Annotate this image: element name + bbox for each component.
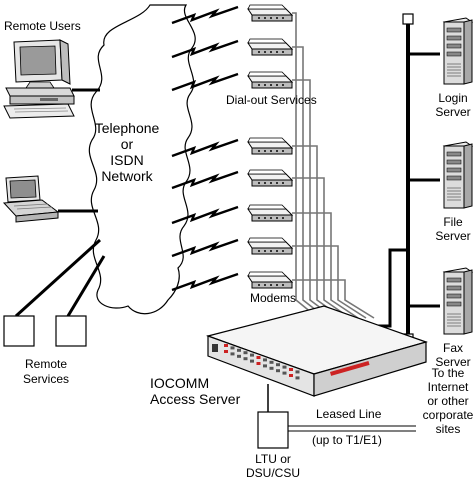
- modem-cable: [292, 212, 359, 319]
- port-led: [224, 344, 228, 347]
- modem-cables: [292, 12, 375, 319]
- lightning-bolt-icon: [171, 138, 239, 158]
- lightning-bolt-icon: [171, 170, 239, 190]
- modem-stack: [247, 4, 294, 289]
- network-label-1: Telephone: [95, 120, 160, 136]
- port-led: [282, 371, 287, 375]
- port-led: [224, 350, 228, 353]
- fax-server-label-2: Server: [435, 355, 470, 369]
- port-led: [256, 356, 261, 359]
- remote-services-label-2: Services: [23, 372, 69, 386]
- internet-label-5: sites: [436, 422, 461, 436]
- tower-server-icon: [442, 267, 473, 335]
- modem-icon: [247, 4, 294, 22]
- network-label-4: Network: [101, 168, 153, 184]
- modem-icon: [247, 169, 294, 187]
- lightning-bolt-icon: [171, 272, 239, 292]
- modem-cable: [292, 46, 327, 319]
- remote-service-1-link: [14, 238, 102, 318]
- port-led: [243, 351, 248, 355]
- tower-server-icon: [442, 17, 473, 85]
- leased-line-sub-label: (up to T1/E1): [312, 433, 382, 447]
- lightning-bolt-icon: [171, 5, 239, 25]
- modem-icon: [247, 71, 294, 89]
- access-server-label-1: IOCOMM: [150, 375, 209, 391]
- tower-server-icon: [442, 141, 473, 209]
- internet-label-3: or other: [427, 394, 468, 408]
- remote-users-label: Remote Users: [4, 19, 81, 33]
- port-led: [276, 363, 280, 367]
- modem-cable: [292, 279, 375, 319]
- lightning-bolt-icon: [171, 72, 239, 92]
- internet-label-1: To the: [432, 366, 465, 380]
- file-server-label-2: Server: [435, 229, 470, 243]
- leased-line-label: Leased Line: [316, 407, 382, 421]
- modem-cable: [292, 177, 351, 319]
- laptop-icon: [2, 175, 60, 223]
- network-label-2: or: [121, 136, 134, 152]
- modem-cable: [292, 145, 343, 319]
- ltu-box: [257, 411, 289, 449]
- remote-service-box-2: [55, 315, 87, 347]
- remote-services-label-1: Remote: [25, 357, 67, 371]
- modem-icon: [247, 237, 294, 255]
- port-led: [295, 376, 300, 380]
- port-led: [230, 346, 235, 350]
- rack-access-server-icon: [205, 305, 428, 397]
- lightning-bolts: [171, 5, 239, 292]
- ltu-label-2: DSU/CSU: [246, 466, 300, 480]
- login-server-label-2: Server: [435, 105, 470, 119]
- port-led: [269, 366, 274, 370]
- modem-icon: [247, 271, 294, 289]
- modem-icon: [247, 137, 294, 155]
- modem-icon: [247, 204, 294, 222]
- modem-cable: [292, 79, 335, 319]
- server-stack: [408, 17, 473, 335]
- port-led: [289, 374, 293, 377]
- port-led: [263, 358, 267, 362]
- login-server-label-1: Login: [438, 91, 467, 105]
- port-led: [237, 348, 241, 352]
- lightning-bolt-icon: [171, 205, 239, 225]
- port-led: [289, 368, 293, 371]
- port-led: [263, 364, 267, 368]
- backbone-terminator-top: [402, 13, 414, 25]
- modem-icon: [247, 38, 294, 56]
- port-led: [250, 359, 254, 363]
- port-led: [282, 365, 287, 369]
- lightning-bolt-icon: [171, 238, 239, 258]
- dialout-label: Dial-out Services: [226, 93, 317, 107]
- file-server-label-1: File: [443, 215, 463, 229]
- brand-logo-strip: [329, 360, 370, 376]
- fax-server-label-1: Fax: [443, 341, 463, 355]
- access-server-label-2: Access Server: [150, 391, 241, 407]
- remote-service-2-link: [66, 255, 106, 317]
- internet-label-4: corporate: [423, 408, 473, 422]
- port-led: [250, 353, 254, 357]
- port-led: [243, 357, 248, 361]
- lightning-bolt-icon: [171, 39, 239, 59]
- internet-label-2: Internet: [428, 380, 469, 394]
- port-led: [295, 370, 300, 374]
- access-server-lan-link: [364, 248, 408, 328]
- cloud-icon: Telephone or ISDN Network: [88, 4, 196, 315]
- network-label-3: ISDN: [110, 152, 143, 168]
- port-led: [269, 360, 274, 364]
- access-server-ports: [224, 344, 300, 380]
- ltu-label-1: LTU or: [255, 452, 291, 466]
- remote-service-box-1: [3, 315, 35, 347]
- modem-cable: [292, 12, 319, 319]
- modem-cable: [292, 245, 367, 319]
- desktop-computer-icon: [3, 39, 75, 119]
- port-led: [276, 369, 280, 373]
- modems-label: Modems: [250, 291, 296, 305]
- port-led: [256, 362, 261, 365]
- port-led: [230, 352, 235, 356]
- port-led: [237, 354, 241, 358]
